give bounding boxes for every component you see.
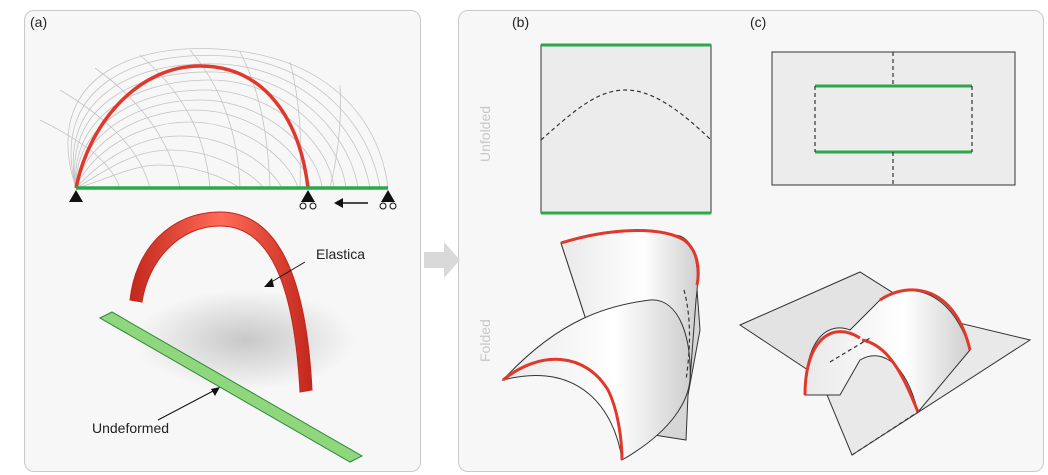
elastica-annotation: Elastica [316,246,366,262]
elastica-leader-arrow [264,278,274,287]
b-folded-shape [501,229,701,461]
roller-support-icon [299,190,317,210]
panel-b-label: (b) [512,14,530,30]
undeformed-leader [157,389,216,421]
roller-support-icon-2 [379,190,397,210]
panel-a [24,10,421,472]
undeformed-leader-arrow [211,387,220,396]
push-arrow-icon [334,198,368,208]
undeformed-annotation: Undeformed [92,420,170,436]
elastica-strip [129,211,313,393]
b-fold-curve [540,89,712,141]
pin-support-icon [69,190,83,202]
c-unfolded-sheet [771,51,1016,186]
b-unfolded-sheet [540,44,712,214]
c-fold-lines [814,52,973,185]
elastica-curve [74,64,310,189]
elastica-leader [267,261,306,285]
wireframe-arcs [39,48,389,189]
c-folded-shape [738,271,1032,456]
panel-c-label: (c) [750,14,767,30]
elastica-shadow [135,290,355,390]
transition-arrow-icon [424,242,460,278]
undeformed-strip [98,311,364,463]
panel-a-label: (a) [30,14,48,30]
